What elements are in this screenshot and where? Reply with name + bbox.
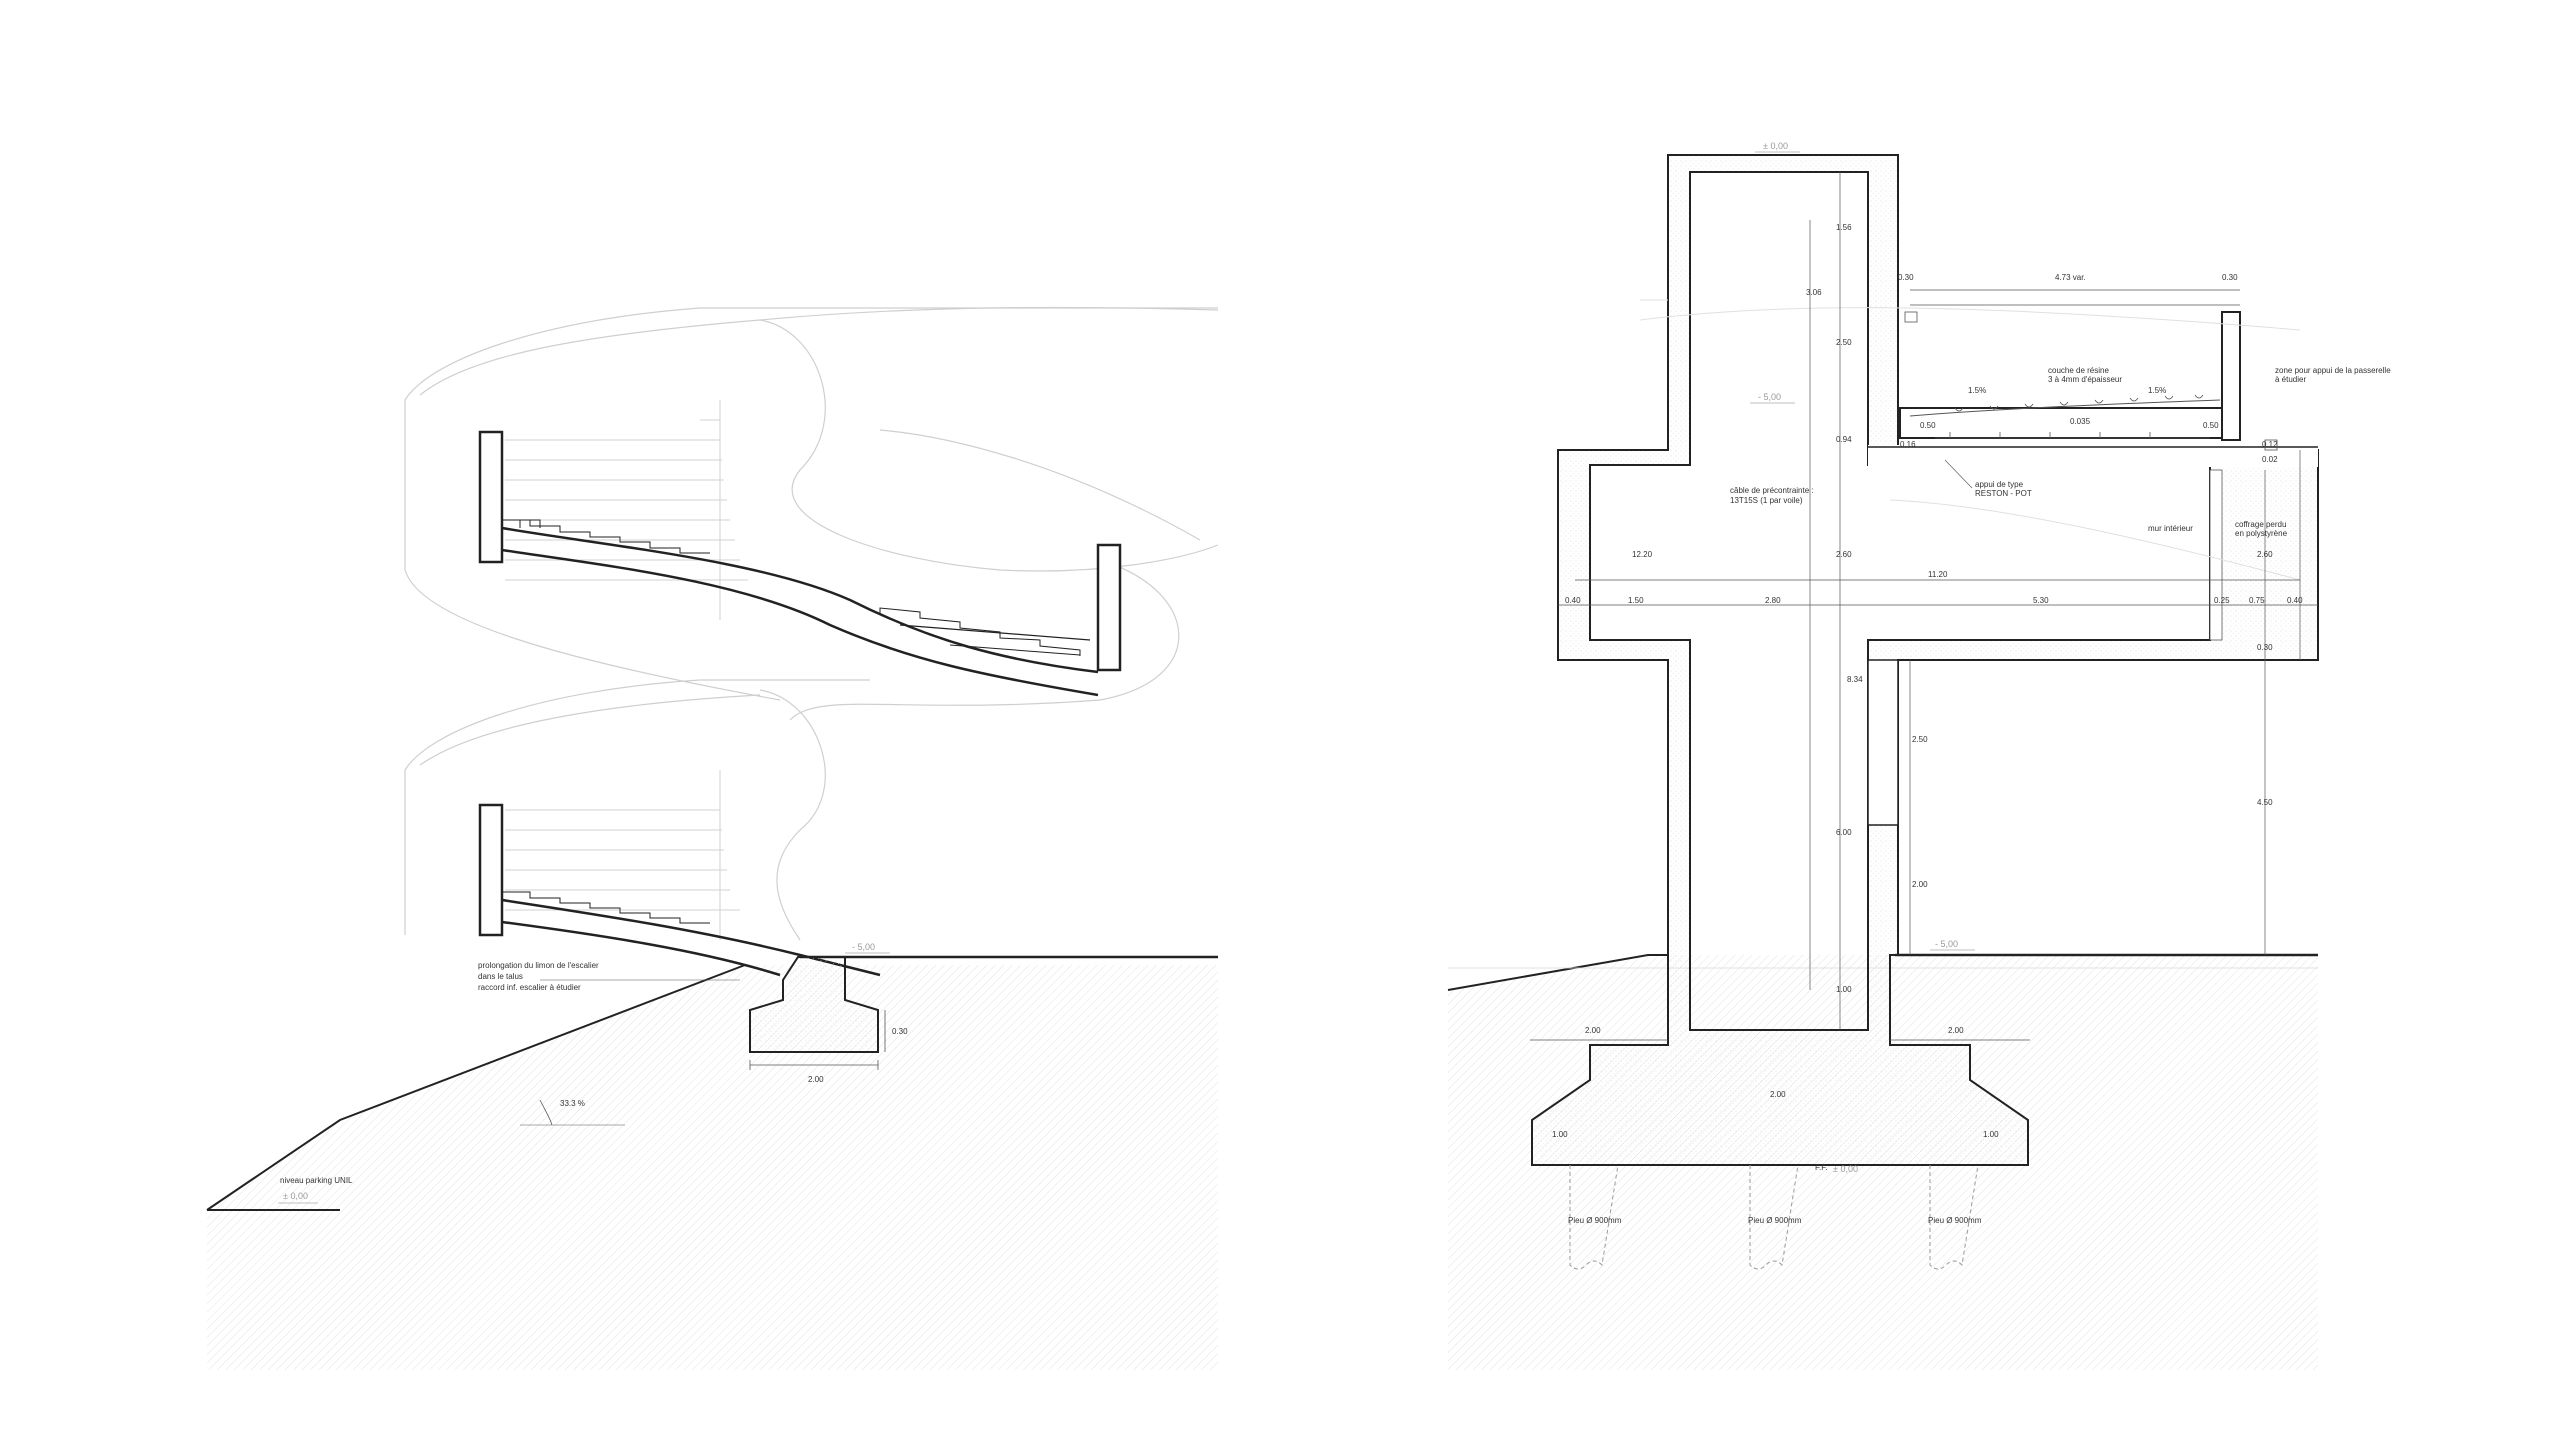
cable-label-1: câble de précontrainte : [1730, 486, 1814, 495]
dim-small-e: 0.12 [2262, 440, 2278, 449]
level-minus5-left: - 5,00 [852, 942, 875, 952]
dim-h1: 0.40 [1565, 596, 1581, 605]
pile-label-3: Pieu Ø 900mm [1928, 1216, 1982, 1225]
footing-height-dim: 0.30 [892, 1027, 908, 1036]
interior-wall [2209, 469, 2223, 641]
dim-right2: 4.50 [2257, 798, 2273, 807]
dim-shaft2: 6.00 [1836, 828, 1852, 837]
slope-label-1: 1.5% [1968, 386, 1986, 395]
dim-small-f: 0.02 [2262, 455, 2278, 464]
dim-top-a: 0.30 [1898, 273, 1914, 282]
spiral-ghost-lines [404, 306, 1219, 941]
ff-value: ± 0,00 [1833, 1164, 1858, 1174]
dim-h7: 0.40 [2287, 596, 2303, 605]
prolongation-label-3: raccord inf. escalier à étudier [478, 983, 581, 992]
dim-arm-right: 2.60 [2257, 550, 2273, 559]
ff-label: F.F. [1815, 1163, 1827, 1172]
dim-total: 11.20 [1928, 570, 1948, 579]
stair-footing [749, 956, 886, 1070]
dim-h2: 1.50 [1628, 596, 1644, 605]
dim-f-right2: 1.00 [1983, 1130, 1999, 1139]
appui-label-2: RESTON - POT [1975, 489, 2032, 498]
dim-f-left: 2.00 [1585, 1026, 1601, 1035]
left-staircase-section: prolongation du limon de l'escalier dans… [206, 306, 1219, 1370]
left-annotations: prolongation du limon de l'escalier dans… [278, 942, 908, 1204]
dim-arm-mid: 2.60 [1836, 550, 1852, 559]
dim-h4: 5.30 [2033, 596, 2049, 605]
cable-label-2: 13T15S (1 par voile) [1730, 496, 1803, 505]
zone-label-2: à étudier [2275, 375, 2306, 384]
dim-inner-bot: 1.00 [1836, 985, 1852, 994]
dim-h6: 0.75 [2249, 596, 2265, 605]
dim-h3: 2.80 [1765, 596, 1781, 605]
level-mid: - 5,00 [1758, 392, 1781, 402]
pile-label-1: Pieu Ø 900mm [1568, 1216, 1622, 1225]
dim-h5: 0.25 [2214, 596, 2230, 605]
left-ground-fill [207, 965, 1218, 1370]
dim-v2: 3.06 [1806, 288, 1822, 297]
parking-level-label: niveau parking UNIL [280, 1176, 353, 1185]
dim-f-mid: 2.00 [1770, 1090, 1786, 1099]
mur-label: mur intérieur [2148, 524, 2193, 533]
slope-label-2: 1.5% [2148, 386, 2166, 395]
coffrage-label-2: en polystyrène [2235, 529, 2288, 538]
level-top: ± 0,00 [1763, 141, 1788, 151]
resin-label-2: 3 à 4mm d'épaisseur [2048, 375, 2122, 384]
right-annotations: couche de résine 3 à 4mm d'épaisseur zon… [1568, 366, 2391, 1225]
ghost-arcs [1639, 299, 2301, 581]
dim-small-a: 0.50 [1920, 421, 1936, 430]
right-ground-line [1447, 954, 1668, 991]
dim-shaft: 8.34 [1847, 675, 1863, 684]
dim-small-b: 0.035 [2070, 417, 2091, 426]
left-ground-line [206, 964, 746, 1211]
resin-label-1: couche de résine [2048, 366, 2109, 375]
coffrage-label-1: coffrage perdu [2235, 520, 2286, 529]
dimension-lines [1530, 172, 2318, 1041]
level-zero-left: ± 0,00 [283, 1191, 308, 1201]
zone-label-1: zone pour appui de la passerelle [2275, 366, 2391, 375]
right-structure-section: ± 0,00 - 5,00 - 5,00 F.F. ± 0,00 couche … [1447, 141, 2391, 1370]
dim-top-b: 0.30 [2222, 273, 2238, 282]
dim-right1: 2.50 [1912, 735, 1928, 744]
dimension-texts: 0.30 4.73 var. 0.30 1.56 3.06 2.50 0.94 … [1552, 223, 2303, 1139]
slope-label: 33.3 % [560, 1099, 585, 1108]
dim-f-left2: 1.00 [1552, 1130, 1568, 1139]
dim-v-arm-bot: 0.30 [2257, 643, 2273, 652]
dim-v4: 0.94 [1836, 435, 1852, 444]
lower-flight [478, 803, 881, 977]
shaft-stub [1867, 659, 1899, 826]
prolongation-label-2: dans le talus [478, 972, 523, 981]
dim-f-right: 2.00 [1948, 1026, 1964, 1035]
upper-flight [478, 430, 1122, 697]
prolongation-label-1: prolongation du limon de l'escalier [478, 961, 599, 970]
dim-v1: 1.56 [1836, 223, 1852, 232]
dim-span: 4.73 var. [2055, 273, 2086, 282]
pile-label-2: Pieu Ø 900mm [1748, 1216, 1802, 1225]
level-markers: ± 0,00 - 5,00 - 5,00 F.F. ± 0,00 [1750, 141, 1975, 1174]
footing-width-dim: 2.00 [808, 1075, 824, 1084]
upper-stair-treads [505, 400, 748, 620]
dim-small-d: 0.16 [1900, 440, 1916, 449]
appui-label-1: appui de type [1975, 480, 2024, 489]
upper-steps [501, 519, 1081, 656]
dim-arm-h: 12.20 [1632, 550, 1653, 559]
dim-right3: 2.00 [1912, 880, 1928, 889]
level-base: - 5,00 [1935, 939, 1958, 949]
dim-v3: 2.50 [1836, 338, 1852, 347]
lower-stair-treads [505, 770, 740, 940]
dim-small-c: 0.50 [2203, 421, 2219, 430]
bridge-deck [1868, 311, 2318, 467]
